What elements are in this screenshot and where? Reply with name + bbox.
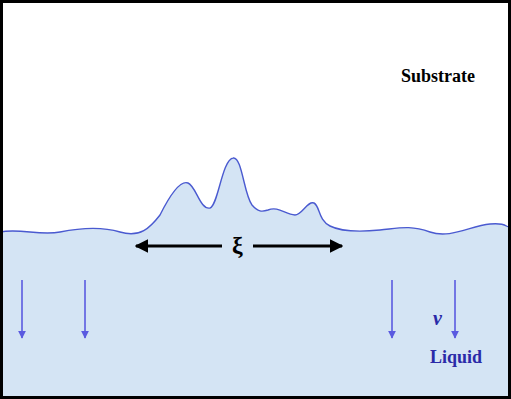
region-label: Substrate [401, 67, 475, 85]
velocity-symbol: v [433, 308, 442, 328]
region-label: Liquid [430, 348, 482, 366]
velocity-arrows [22, 280, 455, 338]
liquid-region [0, 158, 511, 399]
rough-interface [0, 158, 511, 234]
correlation-length-symbol: ξ [232, 233, 243, 257]
